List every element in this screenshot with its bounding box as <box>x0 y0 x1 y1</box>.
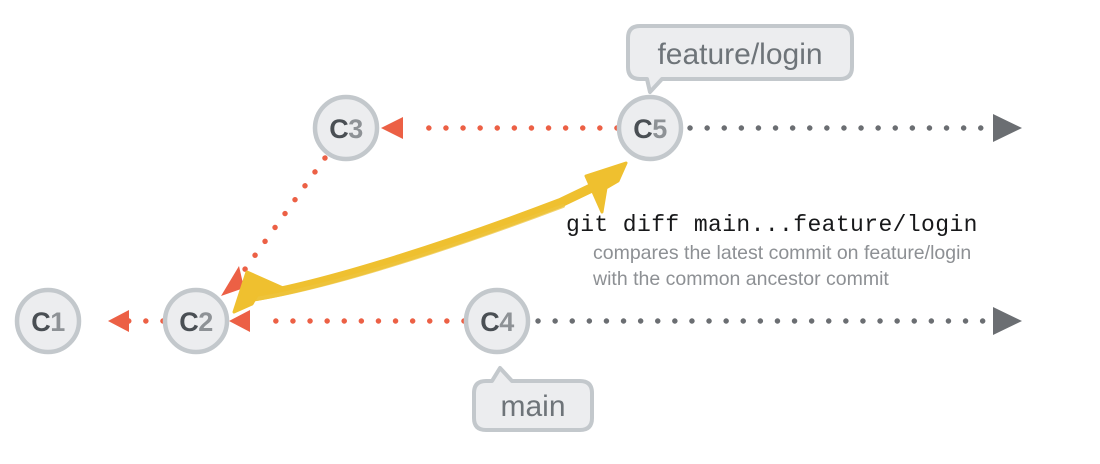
annotation-description-line-1: compares the latest commit on feature/lo… <box>593 242 971 264</box>
commit-node-c4-label: C4 <box>480 307 514 337</box>
edge-c2-to-c1 <box>108 310 166 332</box>
commit-node-c1-circle <box>14 287 82 355</box>
commit-node-c3[interactable]: C3 <box>312 94 380 162</box>
edge-feature-continues <box>687 114 1022 142</box>
edge-diff-range <box>232 161 628 314</box>
edge-main-continues-arrowhead <box>993 307 1022 335</box>
edge-c4-to-c2-arrowhead <box>229 310 250 332</box>
branch-label-main-bubble <box>472 366 594 432</box>
branch-label-feature-login-bubble <box>626 24 854 94</box>
edge-main-continues <box>535 307 1022 335</box>
edge-c4-to-c2 <box>229 310 467 332</box>
commit-node-c4-circle <box>463 287 531 355</box>
commit-node-c4[interactable]: C4 <box>463 287 531 355</box>
edge-c3-to-c2-dots <box>240 155 328 275</box>
branch-label-main-text: main <box>500 390 565 423</box>
commit-node-c3-label: C3 <box>329 114 363 144</box>
commit-node-c5-label: C5 <box>633 114 667 144</box>
edge-diff-range-arrowhead-right <box>584 161 628 214</box>
commit-node-c1-label: C1 <box>31 307 65 337</box>
commit-node-c1[interactable]: C1 <box>14 287 82 355</box>
edge-diff-range-shaft-texture <box>254 204 565 301</box>
edge-c5-to-c3-arrowhead <box>381 117 403 139</box>
branch-label-feature-login-text: feature/login <box>657 38 822 71</box>
branch-label-feature-login[interactable]: feature/login <box>626 24 854 94</box>
edge-diff-range-arrowhead-left <box>232 270 285 314</box>
annotation-command: git diff main...feature/login <box>566 212 978 238</box>
commit-node-c5[interactable]: C5 <box>616 94 684 162</box>
edge-c5-to-c3 <box>381 117 620 139</box>
commit-node-c3-circle <box>312 94 380 162</box>
annotation-description-line-2: with the common ancestor commit <box>592 268 889 290</box>
edge-c3-to-c2-arrowhead <box>221 266 244 296</box>
edge-feature-continues-arrowhead <box>993 114 1022 142</box>
commit-node-c5-circle <box>616 94 684 162</box>
commit-node-c2[interactable]: C2 <box>162 287 230 355</box>
edge-c3-to-c2 <box>221 155 328 296</box>
edge-c2-to-c1-arrowhead <box>108 310 129 332</box>
annotation-block: git diff main...feature/login compares t… <box>566 212 978 290</box>
commit-node-c2-circle <box>162 287 230 355</box>
branch-label-main[interactable]: main <box>472 366 594 432</box>
edge-diff-range-shaft <box>247 175 613 302</box>
commit-node-c2-label: C2 <box>179 307 213 337</box>
